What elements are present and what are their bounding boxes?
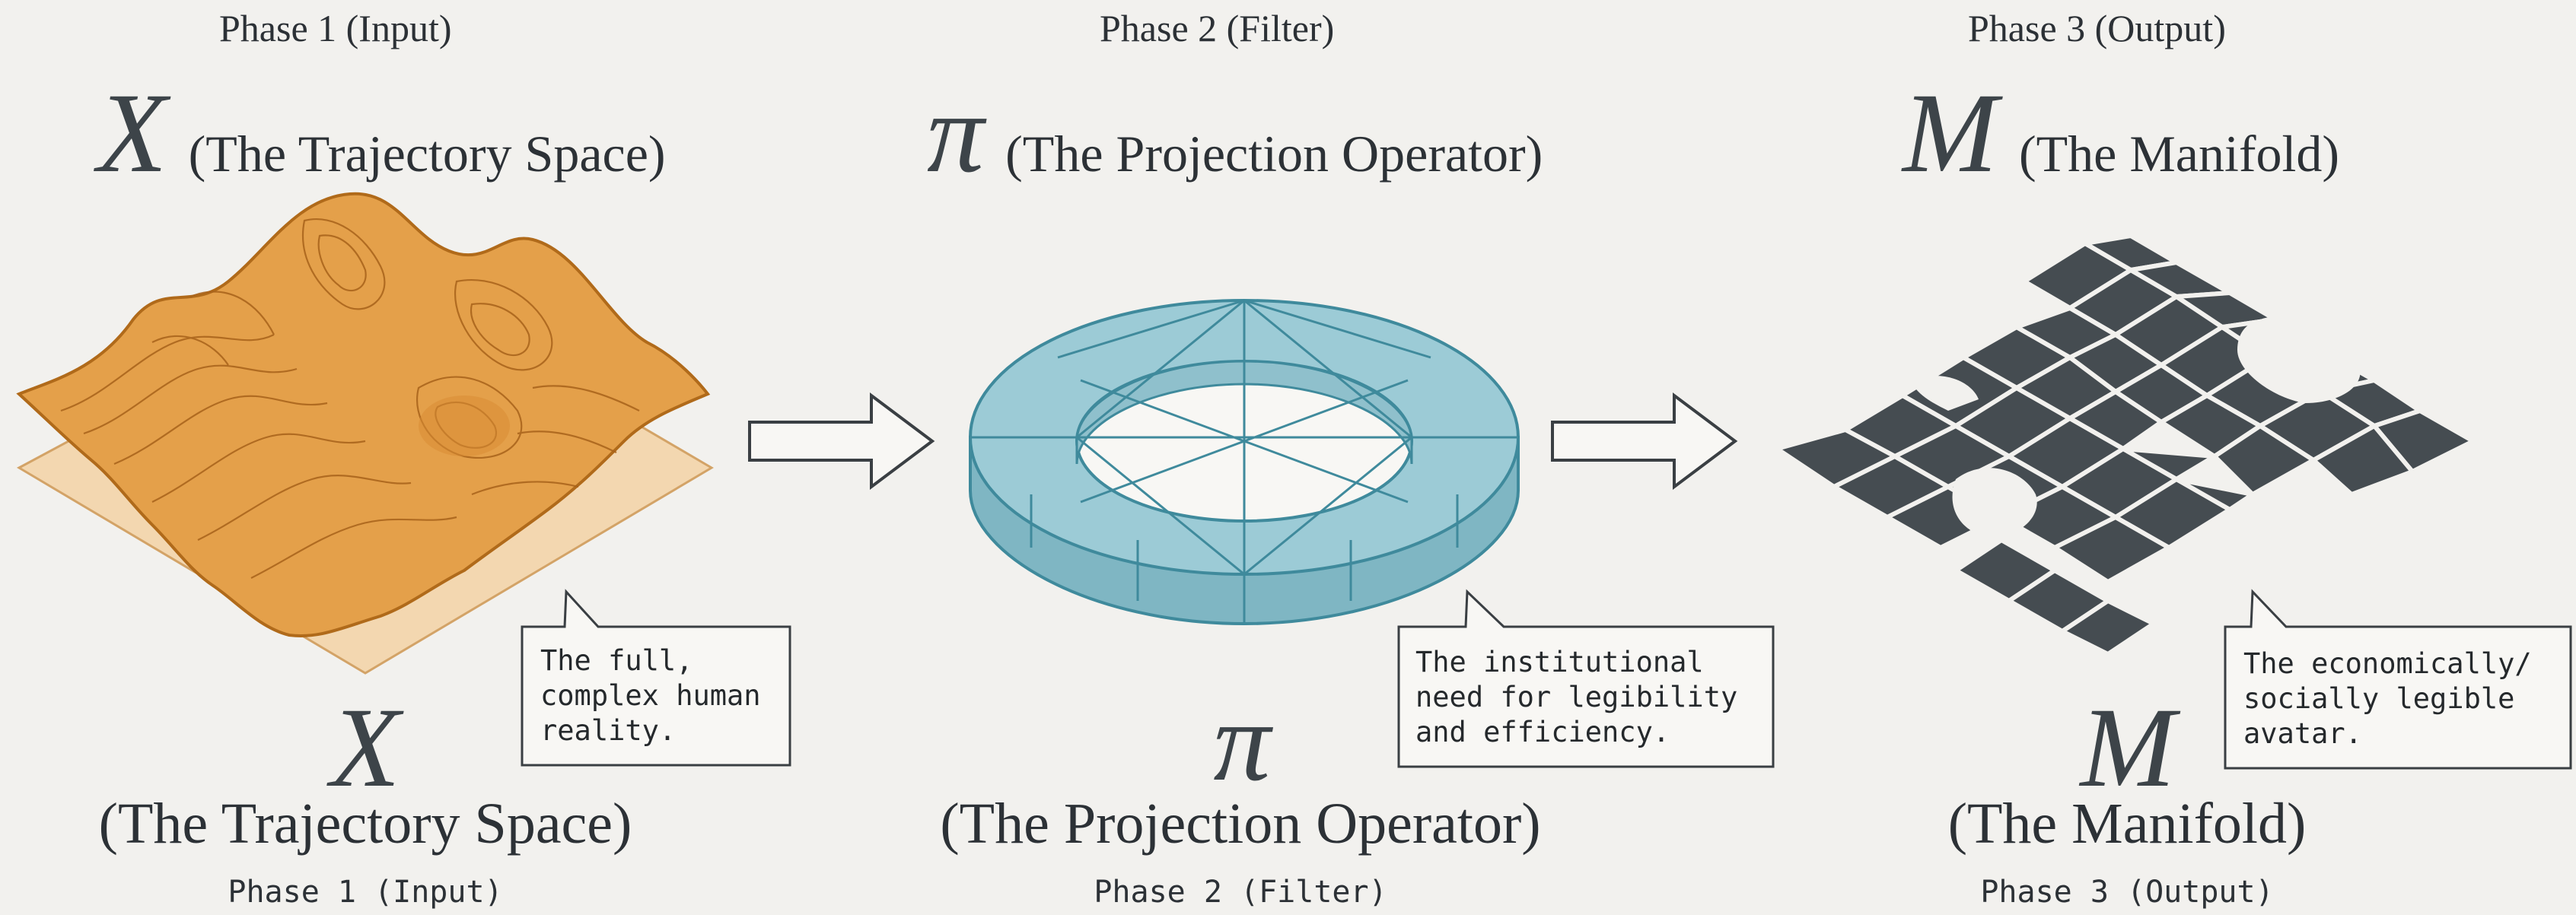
phase-1-bottom-symbol: X: [330, 685, 400, 811]
phase-2-bottom-symbol: π: [1213, 678, 1271, 805]
phase-2-callout-text: The institutional need for legibility an…: [1415, 646, 1738, 748]
phase-3-symbol: M: [1903, 70, 1998, 196]
phase-1-callout: The full, complex human reality.: [521, 580, 791, 767]
phase-2-bottom-title: (The Projection Operator): [940, 792, 1541, 856]
arrow-right-icon: [748, 392, 935, 490]
phase-3-callout-text: The economically/ socially legible avata…: [2243, 647, 2532, 750]
phase-1-title: (The Trajectory Space): [188, 125, 666, 183]
phase-3-callout: The economically/ socially legible avata…: [2224, 584, 2572, 770]
manifold-grid: [1775, 234, 2476, 654]
phase-1-symbol: X: [97, 70, 167, 196]
phase-2-header: Phase 2 (Filter): [1100, 7, 1335, 49]
phase-2-symbol: π: [927, 70, 985, 196]
phase-3-title: (The Manifold): [2018, 125, 2340, 183]
phase-2-callout: The institutional need for legibility an…: [1397, 583, 1775, 768]
phase-3-footer: Phase 3 (Output): [1980, 875, 2274, 910]
phase-3-title-row: M (The Manifold): [1903, 76, 2339, 190]
phase-1-header: Phase 1 (Input): [219, 7, 452, 49]
phase-3-bottom-title: (The Manifold): [1947, 792, 2307, 856]
arrow-right-icon: [1551, 392, 1738, 490]
phase-2-title: (The Projection Operator): [1005, 125, 1543, 183]
phase-1-bottom-title: (The Trajectory Space): [98, 792, 632, 856]
phase-2-footer: Phase 2 (Filter): [1094, 875, 1387, 910]
phase-3-header: Phase 3 (Output): [1968, 7, 2226, 49]
phase-3-bottom-symbol: M: [2080, 685, 2176, 811]
phase-1-footer: Phase 1 (Input): [228, 875, 503, 910]
projection-operator-ring: [969, 299, 1520, 626]
trajectory-space-surface: [16, 192, 714, 675]
phase-1-title-row: X (The Trajectory Space): [97, 76, 666, 190]
phase-1-callout-text: The full, complex human reality.: [540, 644, 761, 747]
phase-2-title-row: π (The Projection Operator): [927, 76, 1543, 190]
